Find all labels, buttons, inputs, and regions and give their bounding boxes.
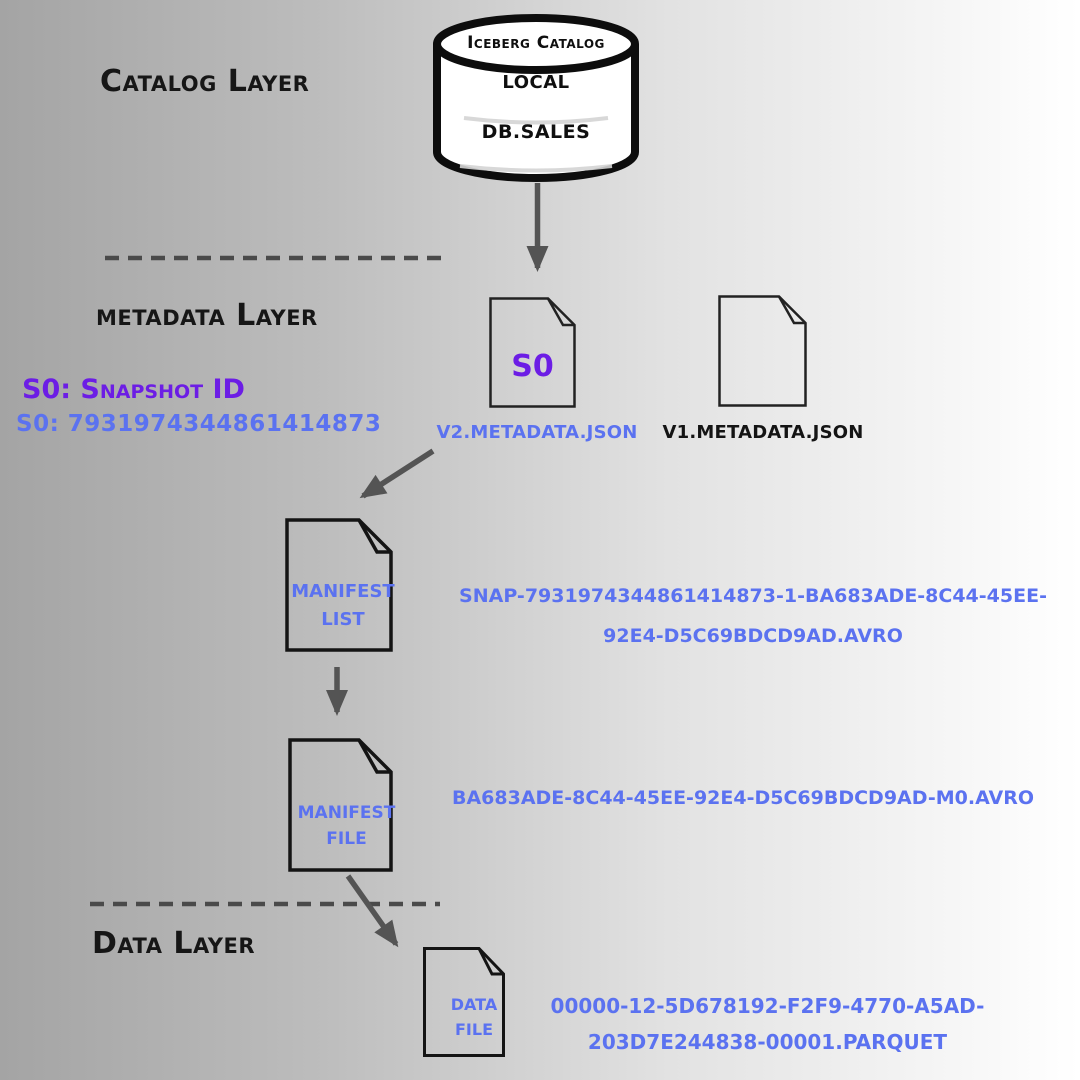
manifest-file-filename: BA683ADE-8C44-45EE-92E4-D5C69BDCD9AD-M0.… <box>451 787 1034 809</box>
v2-metadata-file: S0 <box>489 297 576 408</box>
manifest-file-title: MANIFEST FILE <box>297 803 396 850</box>
document-icon <box>489 297 576 408</box>
data-file-filename: 00000-12-5D678192-F2F9-4770-A5AD-203D7E2… <box>550 994 985 1054</box>
document-icon <box>423 947 505 1057</box>
snapshot-id-key: S0: Snapshot ID <box>22 374 245 405</box>
catalog-name-row: LOCAL <box>502 72 570 93</box>
v1-metadata-label: V1.METADATA.JSON <box>662 422 864 443</box>
arrow-manifest-file-to-data-file <box>345 874 399 948</box>
catalog-layer-label: Catalog Layer <box>100 64 310 99</box>
catalog-table-row: DB.SALES <box>481 121 591 143</box>
document-icon <box>285 518 393 652</box>
catalog-title: Iceberg Catalog <box>467 33 605 53</box>
document-icon <box>288 738 393 872</box>
manifest-file: MANIFEST FILE <box>288 738 395 872</box>
snapshot-id-value: S0: 7931974344861414873 <box>16 411 382 437</box>
snapshot-badge: S0 <box>511 349 554 384</box>
arrow-v2-to-manifest-list <box>359 448 435 499</box>
v1-metadata-file <box>718 295 807 407</box>
v2-metadata-label: V2.METADATA.JSON <box>436 422 638 443</box>
metadata-layer-label: metadata Layer <box>96 298 318 333</box>
database-cylinder-icon <box>433 14 639 182</box>
data-file: DATA FILE <box>423 947 505 1057</box>
data-file-title: DATA FILE <box>450 995 498 1039</box>
manifest-list-file: MANIFEST LIST <box>285 518 395 652</box>
data-layer-label: Data Layer <box>92 926 255 961</box>
document-icon <box>718 295 807 407</box>
catalog-database: Iceberg Catalog LOCAL DB.SALES <box>430 10 642 188</box>
manifest-list-filename: SNAP-7931974344861414873-1-BA683ADE-8C44… <box>459 585 1047 647</box>
manifest-list-title: MANIFEST LIST <box>291 581 395 630</box>
